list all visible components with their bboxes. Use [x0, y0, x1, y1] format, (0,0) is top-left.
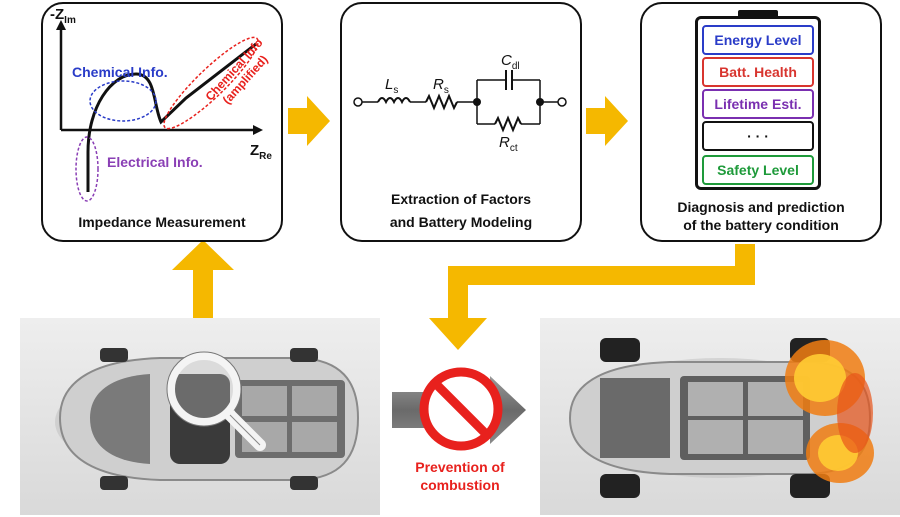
y-axis-label: -ZIm: [50, 6, 76, 26]
modeling-caption-line1: Extraction of Factors: [390, 191, 532, 207]
resistor-rs: [425, 93, 458, 111]
impedance-curve: [86, 42, 257, 192]
prevention-label-line1: Prevention of: [415, 459, 505, 475]
battery-terminal: [738, 10, 778, 18]
ev-chassis-illustration-right: [568, 338, 874, 498]
battery-body: [695, 16, 821, 190]
ls-label: Ls: [385, 76, 399, 96]
magnifier-icon: [166, 351, 266, 451]
diagnosis-caption-line2: of the battery condition: [683, 217, 839, 233]
electrical-region-ellipse: [75, 136, 99, 202]
amplified-region-ellipse: [163, 36, 259, 130]
arrow-panel1-to-panel2: [288, 96, 330, 146]
cdl-label: Cdl: [501, 52, 520, 72]
arrow-panel2-to-panel3: [586, 96, 628, 146]
modeling-caption-line2: and Battery Modeling: [389, 214, 533, 230]
chemical-info-label: Chemical Info.: [72, 64, 168, 80]
battery-item-safety: Safety Level: [702, 155, 814, 185]
x-axis-label: ZRe: [250, 142, 272, 162]
equivalent-circuit: [353, 70, 567, 133]
arrow-car-to-panel1: [172, 240, 234, 372]
battery-item-more: · · ·: [702, 121, 814, 151]
inductor-ls: [377, 97, 411, 105]
resistor-rct: [494, 115, 522, 133]
impedance-caption: Impedance Measurement: [78, 214, 246, 230]
battery-item-lifetime: Lifetime Esti.: [702, 89, 814, 119]
prohibition-icon: [419, 367, 503, 451]
nyquist-plot: [56, 20, 263, 202]
battery-item-health: Batt. Health: [702, 57, 814, 87]
prevention-label-line2: combustion: [420, 477, 500, 493]
rct-label: Rct: [499, 134, 518, 154]
diagnosis-caption-line1: Diagnosis and prediction: [677, 199, 845, 215]
arrow-panel3-to-prevention: [429, 244, 755, 350]
chemical-region-ellipse: [89, 80, 157, 122]
electrical-info-label: Electrical Info.: [107, 154, 203, 170]
rs-label: Rs: [433, 76, 449, 96]
battery-item-energy: Energy Level: [702, 25, 814, 55]
modeling-panel: [340, 2, 582, 242]
